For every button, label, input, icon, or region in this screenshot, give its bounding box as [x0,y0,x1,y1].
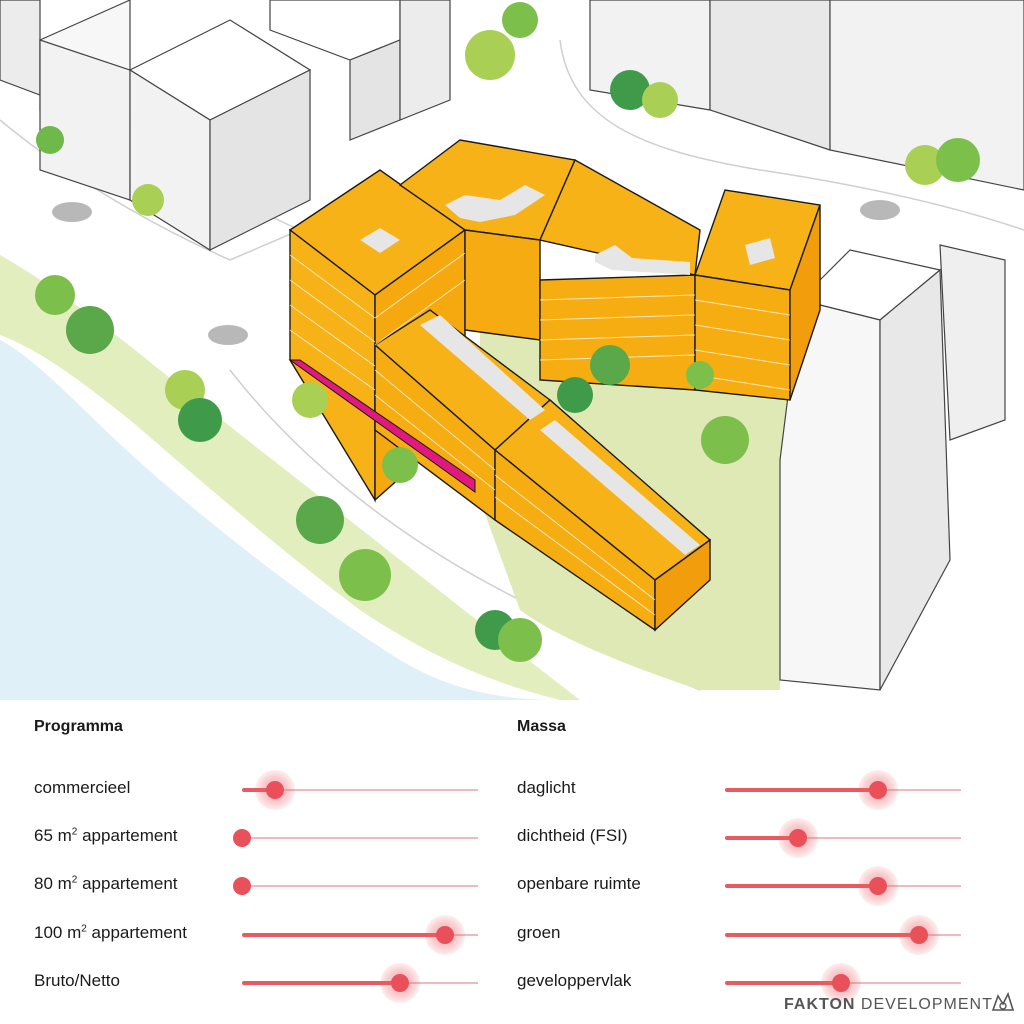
programma-title: Programma [34,718,123,735]
slider-label: groen [517,923,561,942]
slider[interactable] [233,826,478,850]
riverbank [0,255,580,700]
slider[interactable] [725,915,961,955]
slider-row: openbare ruimte [512,866,1024,906]
slider-row: Bruto/Netto [0,963,512,1003]
slider-track[interactable] [725,837,961,839]
trees [35,2,980,662]
slider-label: 65 m2 appartement [34,826,178,845]
slider-fill [242,933,445,937]
slider-thumb-knob[interactable] [789,829,808,847]
slider-label: openbare ruimte [517,874,641,893]
slider[interactable] [725,770,961,810]
slider-fill [725,836,799,840]
slider-thumb-knob[interactable] [869,781,888,799]
slider-thumb-knob[interactable] [391,974,410,992]
fakton-logo-icon [991,991,1015,1011]
slider-thumb-knob[interactable] [266,781,285,799]
slider-row: geveloppervlak [512,963,1024,1003]
commercial-plinth [288,359,476,493]
slider-label: daglicht [517,778,576,797]
programma-panel: Programma commercieel 65 m2 appartement 80… [0,700,512,1024]
slider[interactable] [242,963,478,1003]
slider[interactable] [242,770,478,810]
slider[interactable] [242,915,478,955]
slider[interactable] [725,866,961,906]
slider-thumb-knob[interactable] [869,877,888,895]
cars [52,200,900,345]
street-right [559,39,1024,231]
slider-track[interactable] [242,837,478,839]
slider[interactable] [725,818,961,858]
slider-thumb-knob[interactable] [831,974,850,992]
masterplan-illustration [0,0,1024,700]
slider-label: dichtheid (FSI) [517,826,628,845]
slider-label: geveloppervlak [517,971,632,990]
water-area [0,340,560,700]
slider-fill [725,884,879,888]
slider-thumb-knob[interactable] [909,926,928,944]
slider-row: dichtheid (FSI) [512,818,1024,858]
slider[interactable] [233,874,478,898]
slider-row: 65 m2 appartement [0,818,512,858]
slider-fill [242,981,401,985]
slider-row: commercieel [0,770,512,810]
slider-track[interactable] [242,789,478,791]
slider-fill [725,933,919,937]
slider[interactable] [725,963,961,1003]
slider-fill [725,788,879,792]
brand-name: FAKTON DEVELOPMENT [784,996,993,1014]
slider-thumb-knob[interactable] [233,829,251,847]
roof-terraces [360,185,775,555]
slider-label: Bruto/Netto [34,971,120,990]
slider-row: groen [512,915,1024,955]
slider-thumb-knob[interactable] [233,877,251,895]
massa-title: Massa [517,718,566,735]
slider-row: daglicht [512,770,1024,810]
slider-row: 80 m2 appartement [0,866,512,906]
slider-label: 100 m2 appartement [34,923,187,942]
brand-bold: FAKTON [784,996,856,1013]
slider-thumb-knob[interactable] [435,926,454,944]
slider-fill [725,981,841,985]
slider-row: 100 m2 appartement [0,915,512,955]
slider-track[interactable] [242,885,478,887]
brand-light: DEVELOPMENT [855,996,993,1013]
slider-label: 80 m2 appartement [34,874,178,893]
context-buildings [0,0,1024,691]
massa-panel: Massa daglicht dichtheid (FSI) openbare ru… [512,700,1024,1024]
slider-label: commercieel [34,778,131,797]
